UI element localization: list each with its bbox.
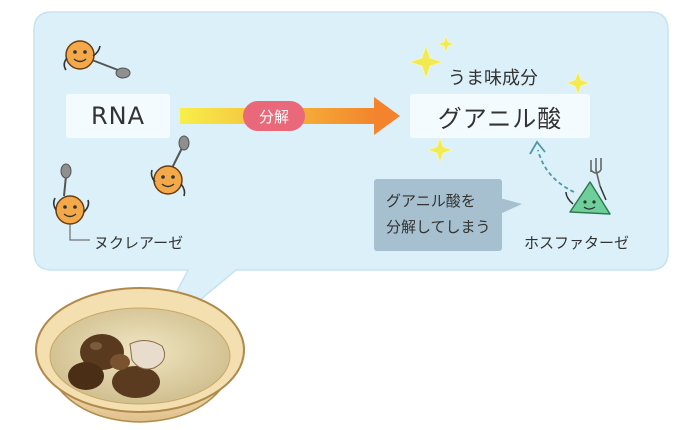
phosphatase-character — [565, 158, 611, 215]
callout-line-1: グアニル酸を — [386, 192, 476, 210]
callout-tail — [500, 198, 522, 214]
fork-icon — [590, 158, 602, 187]
product-note: うま味成分 — [448, 68, 538, 89]
process-arrow-head — [374, 97, 400, 135]
dashed-attack-arrow — [537, 149, 575, 193]
nuclease-leader-line — [69, 224, 90, 241]
process-badge: 分解 — [243, 101, 305, 131]
nuclease-character-2 — [150, 135, 190, 197]
callout-box: グアニル酸を 分解してしまう — [374, 179, 502, 251]
nuclease-character-1 — [63, 40, 131, 79]
product-box: グアニル酸 — [410, 94, 590, 138]
sparkle-icon — [409, 35, 590, 163]
bowl-illustration — [35, 287, 245, 423]
phosphatase-label: ホスファターゼ — [524, 234, 630, 252]
nuclease-label: ヌクレアーゼ — [94, 234, 184, 252]
callout-line-2: 分解してしまう — [386, 218, 491, 236]
nuclease-character-3 — [52, 163, 90, 225]
rna-box: RNA — [66, 94, 170, 138]
